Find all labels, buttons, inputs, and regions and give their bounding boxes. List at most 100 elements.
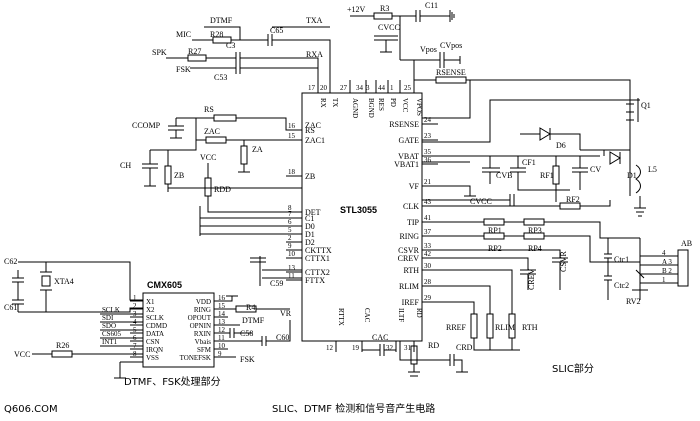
slic-pin-number: 42 — [424, 250, 432, 258]
slic-pin-name: VF — [409, 182, 420, 191]
cmx-pin-name: RING — [194, 306, 211, 314]
cmx-pin-number: 2 — [133, 302, 137, 310]
slic-pin-name: ILTF — [397, 308, 405, 322]
label-rf2: RF2 — [566, 195, 580, 204]
label-cvcc-top: CVCC — [378, 23, 400, 32]
label-cvcc-mid: CVCC — [470, 197, 492, 206]
stl3055-chip-name: STL3055 — [340, 205, 377, 215]
slic-pin-number: 1 — [390, 84, 394, 92]
cmx605-chip-name: CMX605 — [147, 280, 182, 290]
label-c3: C3 — [226, 41, 235, 50]
label-rp2: RP2 — [488, 244, 502, 253]
connector-pins: 4A 3B 21 — [640, 249, 678, 284]
label-l5: L5 — [648, 165, 657, 174]
slic-pin-number: 5 — [288, 226, 292, 234]
connector-pin-label: 4 — [662, 249, 666, 257]
label-r3: R3 — [380, 4, 389, 13]
cmx-pin-number: 13 — [218, 318, 226, 326]
slic-pin-name: CTTX2 — [305, 268, 330, 277]
slic-pin-name: IREF — [402, 298, 420, 307]
slic-pin-name: RING — [399, 232, 419, 241]
label-spk: SPK — [152, 48, 167, 57]
label-dtmf-mid: DTMF — [242, 316, 265, 325]
label-rsense-top: RSENSE — [436, 68, 466, 77]
label-vcc-bottom: VCC — [14, 350, 30, 359]
label-d6: D6 — [556, 141, 566, 150]
label-crev: CREV — [527, 268, 536, 290]
label-rv2: RV2 — [626, 297, 640, 306]
label-ab: AB — [681, 239, 692, 248]
label-vpos: Vpos — [420, 45, 437, 54]
slic-pin-number: 31 — [404, 344, 412, 352]
label-cv: CV — [590, 165, 601, 174]
slic-pin-name: VBAT1 — [394, 160, 419, 169]
slic-pin-name: TX — [331, 98, 339, 107]
slic-pin-number: 18 — [288, 168, 296, 176]
slic-pin-name: CTTX1 — [305, 254, 330, 263]
cmx-pin-name: TONEFSK — [180, 354, 211, 362]
slic-pin-number: 32 — [386, 344, 394, 352]
slic-pin-number: 36 — [424, 156, 432, 164]
slic-pin-name: DET — [305, 208, 321, 217]
cmx-pin-name: OPOUT — [188, 314, 212, 322]
cmx-pin-name: RXIN — [194, 330, 211, 338]
slic-pin-name: ZAC — [305, 121, 321, 130]
cmx-bus-label: INT1 — [102, 338, 118, 346]
cmx-pin-name: SCLK — [146, 314, 164, 322]
cmx-pin-number: 11 — [218, 334, 225, 342]
label-c65: C65 — [270, 26, 283, 35]
label-zac: ZAC — [204, 127, 220, 136]
label-crd: CRD — [456, 343, 473, 352]
slic-pin-name: RSENSE — [389, 120, 419, 129]
slic-pin-name: VCC — [401, 98, 409, 113]
slic-pin-name: PD — [389, 98, 397, 107]
slic-pin-number: 37 — [424, 228, 432, 236]
label-ch: CH — [120, 161, 131, 170]
cmx-pin-name: CDMD — [146, 322, 167, 330]
cmx-pin-name: X2 — [146, 306, 155, 314]
cmx-bus-label: SDI — [102, 314, 114, 322]
cmx-pin-number: 15 — [218, 302, 226, 310]
caption-slic: SLIC部分 — [552, 362, 594, 375]
label-ccomp: CCOMP — [132, 121, 161, 130]
label-txa: TXA — [306, 16, 323, 25]
cmx-pin-number: 12 — [218, 326, 226, 334]
label-c11: C11 — [425, 1, 438, 10]
label-dtmf-top: DTMF — [210, 16, 233, 25]
label-cvpos: CVpos — [440, 41, 462, 50]
label-vr: VR — [280, 309, 292, 318]
label-rref: RREF — [446, 323, 467, 332]
cmx-bus-label: SCLK — [102, 306, 120, 314]
slic-pin-name: RX — [319, 98, 327, 108]
slic-pin-number: 16 — [288, 122, 296, 130]
slic-pin-number: 2 — [288, 234, 292, 242]
slic-pin-number: 12 — [326, 344, 334, 352]
slic-pin-name: CKTTX — [305, 246, 332, 255]
slic-pin-name: C1 — [305, 214, 314, 223]
label-q1: Q1 — [641, 101, 651, 110]
connector-pin-label: B 2 — [662, 267, 672, 275]
cmx-pin-name: VDD — [196, 298, 211, 306]
slic-pin-number: 7 — [288, 210, 292, 218]
label-r26: R26 — [56, 341, 69, 350]
slic-pin-number: 29 — [424, 294, 432, 302]
label-12v: +12V — [347, 5, 366, 14]
label-r27: R27 — [188, 47, 201, 56]
slic-pin-name: CAC — [363, 308, 371, 323]
cmx-pin-name: VSS — [146, 354, 159, 362]
slic-pin-number: 20 — [320, 84, 328, 92]
slic-pin-number: 17 — [308, 84, 316, 92]
label-rd: RD — [428, 341, 439, 350]
caption-main: SLIC、DTMF 检测和信号音产生电路 — [272, 402, 435, 415]
slic-pin-name: RTTX — [337, 308, 345, 326]
slic-pin-name: FTTX — [305, 276, 325, 285]
slic-pin-name: D1 — [305, 230, 315, 239]
cmx-pin-number: 14 — [218, 310, 226, 318]
label-rp1: RP1 — [488, 226, 502, 235]
slic-pin-number: 21 — [424, 178, 432, 186]
label-c62: C62 — [4, 257, 17, 266]
